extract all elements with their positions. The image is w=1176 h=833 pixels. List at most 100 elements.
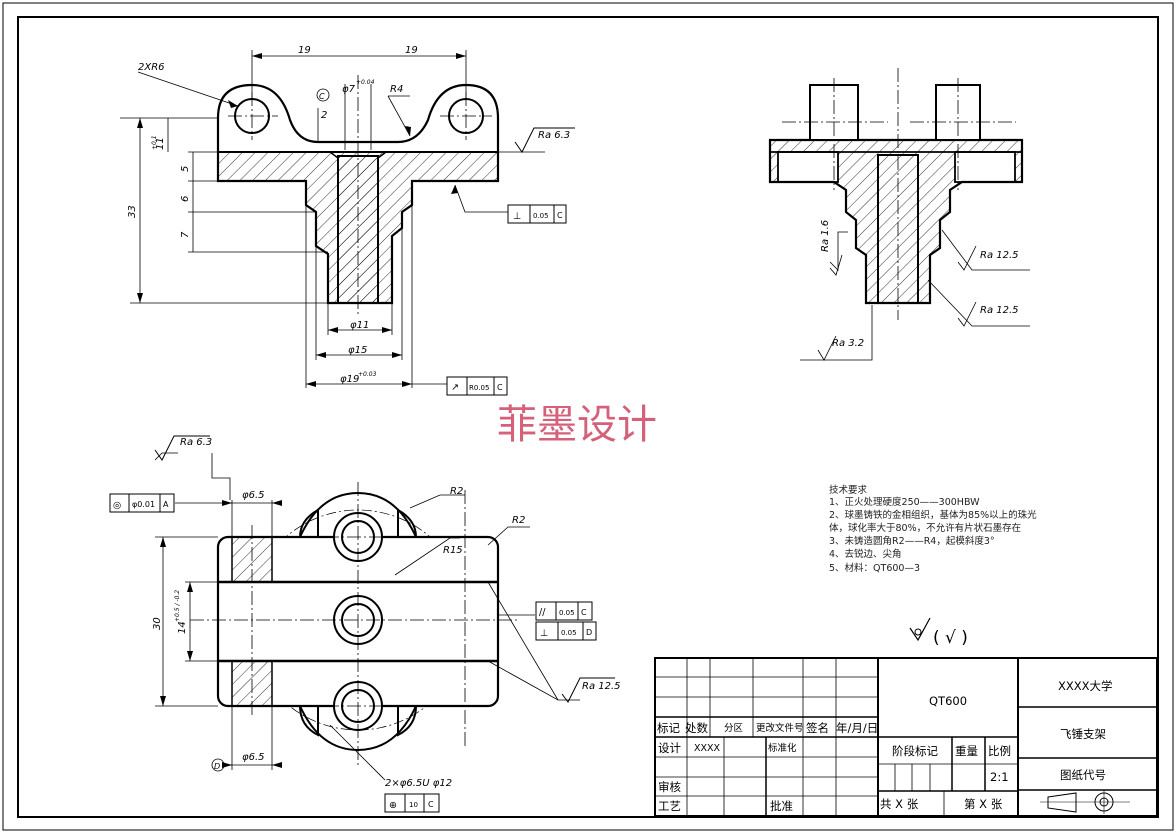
dim-phi11: φ11 xyxy=(350,320,369,331)
svg-text:↗: ↗ xyxy=(451,382,459,393)
top-ra63: Ra 6.3 xyxy=(180,437,212,448)
watermark: 菲墨设计 xyxy=(497,402,657,448)
dim-phi19-tol: +0.03 xyxy=(358,371,377,378)
tb-std-label: 标准化 xyxy=(768,742,797,754)
svg-text:C: C xyxy=(497,383,503,392)
dim-2xr6: 2XR6 xyxy=(138,62,165,73)
svg-text:A: A xyxy=(163,500,169,509)
tb-drawing-code: 图纸代号 xyxy=(1060,768,1106,782)
tech-requirements: 技术要求 1、正火处理硬度250——300HBW 2、球墨铸铁的金相组织，基体为… xyxy=(829,484,1037,574)
svg-text:⊕: ⊕ xyxy=(389,800,397,811)
tech-req-item: 5、材料：QT600—3 xyxy=(829,562,920,574)
tb-header-label: 更改文件号 xyxy=(756,722,804,734)
tech-req-item: 2、球墨铸铁的金相组织，基体为85%以上的珠光 xyxy=(829,509,1037,521)
dim-phi65-top: φ6.5 xyxy=(242,490,265,501)
top-pos-fcf: ⊕ 10 C xyxy=(384,793,440,813)
tech-req-title: 技术要求 xyxy=(829,484,868,496)
dim-phi65-bottom: φ6.5 xyxy=(242,752,265,763)
dim-phi7: φ7 xyxy=(342,84,356,95)
dim-r15: R15 xyxy=(443,545,463,556)
svg-text:0.05: 0.05 xyxy=(561,629,577,637)
tb-scale-label: 比例 xyxy=(988,744,1011,758)
section-view: Ra 1.6 Ra 12.5 Ra 12.5 Ra 3.2 xyxy=(768,68,1030,361)
general-roughness-other: ( √ ) xyxy=(933,628,968,648)
dim-11-tol: +0.1 xyxy=(151,135,158,150)
dim-11: 11 xyxy=(155,137,166,150)
svg-text:⊥: ⊥ xyxy=(513,211,521,222)
dim-7: 7 xyxy=(180,231,191,238)
dim-30: 30 xyxy=(152,617,163,630)
dim-holes: 2×φ6.5U φ12 xyxy=(385,778,452,789)
front-ra63: Ra 6.3 xyxy=(538,130,570,141)
dim-14: 14 xyxy=(177,621,188,634)
front-runout-fcf: ↗ R0.05 C xyxy=(446,376,508,396)
title-block xyxy=(654,657,1158,817)
inner-frame xyxy=(17,16,1159,818)
dim-19-left: 19 xyxy=(298,45,311,56)
dim-r2b: R2 xyxy=(512,515,525,526)
tb-header-label: 分区 xyxy=(724,723,744,734)
tb-part-name: 飞锤支架 xyxy=(1060,727,1106,741)
dim-33: 33 xyxy=(127,205,138,218)
dim-phi7-tol: +0.04 xyxy=(356,79,375,86)
tb-process-label: 工艺 xyxy=(658,799,681,813)
svg-text:0.05: 0.05 xyxy=(533,212,549,220)
tb-school: XXXX大学 xyxy=(1058,679,1113,693)
tb-header-label: 标记 xyxy=(657,721,680,735)
top-conc-fcf: ◎ φ0.01 A xyxy=(109,493,175,513)
svg-text:R0.05: R0.05 xyxy=(469,384,489,392)
svg-text:0.05: 0.05 xyxy=(559,609,575,617)
svg-text:⊥: ⊥ xyxy=(540,628,548,639)
sec-ra32: Ra 3.2 xyxy=(832,338,864,349)
tech-req-item: 体，球化率大于80%，不允许有片状石墨存在 xyxy=(829,522,1021,534)
sec-ra125b: Ra 12.5 xyxy=(980,305,1019,316)
tb-header-label: 年/月/日 xyxy=(836,721,878,735)
tb-total-sheets: 共 X 张 xyxy=(880,797,919,811)
title-block-text: QT600 XXXX大学 飞锤支架 图纸代号 标记 处数 分区 更改文件号 签名… xyxy=(657,679,1113,813)
dim-14-tol: +0.5 / -0.2 xyxy=(174,590,181,622)
tb-stage-label: 阶段标记 xyxy=(892,744,938,758)
dim-phi19: φ19 xyxy=(340,374,359,385)
svg-text:D: D xyxy=(586,628,592,637)
svg-text://: // xyxy=(539,607,546,618)
tb-design-label: 设计 xyxy=(658,741,681,755)
front-perp-fcf: ⊥ 0.05 C xyxy=(507,204,567,224)
dim-19-right: 19 xyxy=(405,45,418,56)
tech-req-item: 1、正火处理硬度250——300HBW xyxy=(829,496,980,508)
sec-ra125a: Ra 12.5 xyxy=(980,250,1019,261)
top-view: Ra 6.3 Ra 12.5 φ6.5 φ6.5 R2 R2 R15 30 14… xyxy=(109,435,621,813)
tb-approve-label: 批准 xyxy=(770,799,793,813)
tech-req-item: 4、去锐边、尖角 xyxy=(829,548,902,560)
svg-text:10: 10 xyxy=(409,801,418,809)
dim-depth-2: 2 xyxy=(321,110,327,121)
dim-6: 6 xyxy=(180,196,191,202)
top-perp-fcf: ⊥ 0.05 D xyxy=(535,621,597,641)
front-view: Ra 6.3 19 19 2XR6 φ7 +0.04 R4 2 C 11 +0.… xyxy=(120,45,575,396)
datum-d-label: D xyxy=(214,762,220,771)
sec-ra16: Ra 1.6 xyxy=(820,220,831,252)
dim-r2a: R2 xyxy=(450,486,463,497)
tb-designer: XXXX xyxy=(694,743,721,754)
tb-header-label: 签名 xyxy=(806,721,829,735)
tech-req-item: 3、未铸造圆角R2——R4，起模斜度3° xyxy=(829,535,995,547)
tb-header-label: 处数 xyxy=(685,721,708,735)
tb-review-label: 审核 xyxy=(658,780,681,794)
dim-phi15: φ15 xyxy=(348,345,367,356)
top-par-fcf: // 0.05 C xyxy=(535,601,593,621)
datum-c-label: C xyxy=(319,92,325,101)
tb-scale: 2:1 xyxy=(990,770,1009,784)
tb-material: QT600 xyxy=(929,694,967,708)
dim-r4: R4 xyxy=(390,84,403,95)
top-ra125: Ra 12.5 xyxy=(582,681,621,692)
svg-text:φ0.01: φ0.01 xyxy=(132,500,155,509)
tb-sheet-no: 第 X 张 xyxy=(964,797,1003,811)
svg-text:C: C xyxy=(557,211,563,220)
svg-text:C: C xyxy=(581,608,587,617)
dim-5: 5 xyxy=(180,166,191,172)
svg-text:◎: ◎ xyxy=(113,500,121,511)
tb-weight-label: 重量 xyxy=(955,744,978,758)
svg-text:C: C xyxy=(428,800,434,809)
general-roughness: ( √ ) xyxy=(909,617,968,648)
